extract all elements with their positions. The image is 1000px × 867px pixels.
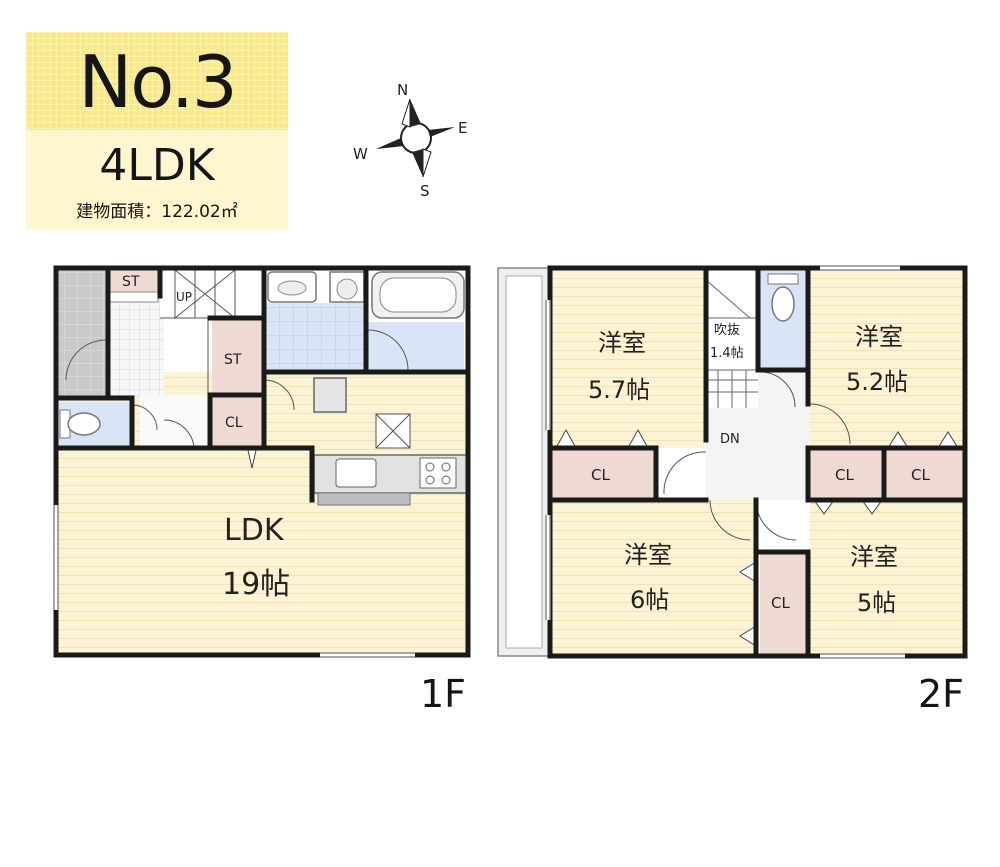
entrance-floor [58, 270, 106, 398]
closet-1f-label: CL [225, 415, 243, 431]
floor-area: 建物面積：122.02㎡ [76, 202, 238, 222]
compass-icon: N E S W [353, 81, 467, 200]
room-se-size: 5帖 [857, 589, 896, 617]
closet-2f-3 [886, 448, 963, 498]
room-ne-floor [810, 270, 963, 448]
ldk-size: 19帖 [222, 567, 290, 602]
room-nw-size: 5.7帖 [588, 376, 650, 404]
stairs-down-label: DN [720, 432, 740, 447]
compass-west: W [353, 145, 368, 163]
plan-badge-bottom [26, 130, 288, 229]
closet-2f-2-label: CL [835, 466, 854, 484]
floor-label-1f: 1F [420, 672, 467, 716]
room-sw-name: 洋室 [624, 541, 672, 569]
room-nw-floor [552, 270, 704, 448]
kitchen-back-counter [317, 492, 411, 506]
room-nw-name: 洋室 [598, 329, 646, 357]
room-ne-size: 5.2帖 [846, 368, 908, 396]
compass-north: N [397, 81, 408, 99]
range-hood [375, 413, 411, 449]
closet-2f-4 [760, 552, 808, 655]
second-floor-plan: 洋室 5.7帖 洋室 5.2帖 洋室 6帖 洋室 5帖 吹抜 1.4帖 DN C… [497, 265, 968, 659]
room-ne-name: 洋室 [855, 323, 903, 351]
void-size: 1.4帖 [710, 346, 744, 361]
closet-2f-1-label: CL [591, 466, 610, 484]
closet-2f-2 [810, 448, 884, 498]
storage-st-top [110, 270, 158, 292]
toilet-2f-fixture [767, 273, 799, 322]
ldk-name: LDK [224, 513, 285, 548]
floor-label-2f: 2F [918, 672, 965, 716]
toilet-1f-fixture [59, 409, 101, 439]
compass-east: E [458, 119, 467, 137]
storage-st-mid [212, 320, 262, 395]
plan-badge-top: No.3 [26, 32, 288, 130]
compass-south: S [420, 182, 430, 200]
entrance-hall [106, 290, 164, 395]
plan-number: No.3 [78, 40, 237, 124]
cooktop [419, 457, 457, 489]
washroom [266, 303, 366, 371]
first-floor-plan: ST UP ST CL LDK 19帖 [53, 265, 471, 658]
room-se-floor [810, 500, 963, 655]
closet-2f-3-label: CL [911, 466, 930, 484]
fridge [313, 377, 347, 413]
shoe-cabinet [105, 291, 159, 303]
kitchen-sink [335, 458, 377, 488]
storage-st-mid-label: ST [224, 352, 242, 368]
closet-2f-1 [552, 448, 656, 498]
room-se-name: 洋室 [850, 543, 898, 571]
void-name: 吹抜 [714, 322, 740, 338]
storage-st-top-label: ST [122, 274, 140, 290]
layout-type: 4LDK [99, 140, 215, 191]
bathroom [368, 322, 464, 370]
room-sw-size: 6帖 [630, 586, 669, 614]
room-sw-floor [552, 500, 756, 655]
stairs-up-label: UP [176, 290, 192, 304]
closet-2f-4-label: CL [771, 594, 790, 612]
closet-1f [212, 398, 262, 446]
plan-badge: No.3 4LDK 建物面積：122.02㎡ [26, 32, 288, 229]
stairs-1f [160, 270, 260, 318]
